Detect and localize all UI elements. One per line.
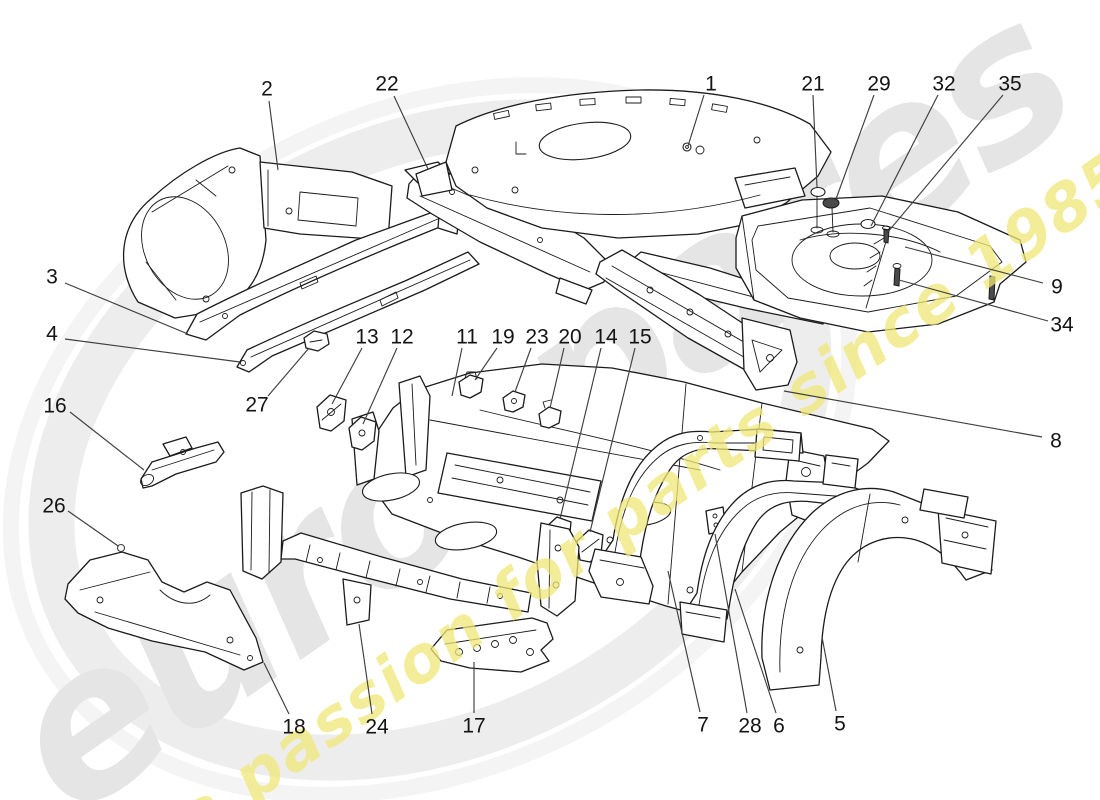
callout-number-4: 4 — [46, 323, 58, 346]
leader-line-15 — [589, 347, 636, 533]
leader-line-23 — [514, 347, 532, 393]
leader-line-14 — [559, 347, 602, 520]
part-5-wheelhouse-drawing — [761, 487, 997, 691]
callout-number-20: 20 — [558, 326, 581, 349]
callout-number-7: 7 — [697, 714, 709, 737]
leader-line-26 — [67, 510, 122, 549]
leader-line-5 — [821, 636, 837, 712]
leader-line-27 — [267, 347, 310, 397]
callout-number-12: 12 — [390, 326, 413, 349]
callout-number-29: 29 — [867, 73, 890, 96]
callout-number-9: 9 — [1051, 276, 1063, 299]
callout-number-6: 6 — [773, 715, 785, 738]
grommet-21 — [810, 186, 826, 198]
leader-line-35 — [886, 94, 1004, 234]
parts-layer — [64, 89, 1027, 691]
leader-line-12 — [362, 347, 398, 425]
leader-line-4 — [64, 338, 241, 363]
leader-line-34 — [898, 279, 1049, 322]
leader-line-29 — [835, 94, 875, 200]
callout-number-11: 11 — [456, 326, 478, 349]
callout-number-22: 22 — [375, 73, 398, 96]
callout-number-5: 5 — [834, 713, 846, 736]
leader-line-28 — [714, 533, 748, 714]
leader-line-20 — [549, 347, 565, 409]
callout-number-13: 13 — [355, 326, 378, 349]
bracket-12 — [348, 416, 377, 451]
bracket-20 — [538, 406, 562, 429]
callout-number-15: 15 — [628, 326, 651, 349]
callout-number-26: 26 — [42, 495, 65, 518]
well-tub — [735, 195, 1027, 333]
callout-number-2: 2 — [261, 78, 273, 101]
callout-number-1: 1 — [705, 73, 717, 96]
part-4-rail-drawing — [236, 251, 480, 373]
leader-line-1 — [687, 94, 705, 147]
part-18-floor-side-panel-drawing — [64, 551, 264, 671]
spare-wheel-well-drawing — [621, 186, 1027, 333]
callout-number-3: 3 — [46, 266, 58, 289]
leader-line-16 — [69, 411, 145, 471]
bracket-19 — [458, 374, 484, 399]
bracket-13 — [316, 394, 347, 432]
part-24-crossmember-assembly-drawing — [240, 485, 580, 626]
part-16-bracket-drawing — [139, 436, 225, 489]
callout-number-14: 14 — [594, 326, 618, 349]
leader-line-32 — [870, 94, 939, 227]
part-17-underbody-panel-drawing — [430, 617, 554, 673]
leader-line-2 — [268, 100, 279, 171]
leader-dot-26 — [116, 543, 126, 553]
part-7-arch-rail-drawing — [588, 428, 804, 605]
callout-number-24: 24 — [365, 716, 389, 739]
callout-number-8: 8 — [1050, 430, 1062, 453]
leader-line-13 — [331, 347, 363, 405]
callout-number-27: 27 — [245, 394, 268, 417]
part-8-rail-drawing — [595, 249, 798, 391]
bracket-23 — [502, 390, 526, 413]
leader-line-6 — [734, 588, 777, 714]
grommet-32 — [860, 218, 876, 230]
leader-line-9 — [904, 246, 1044, 284]
leader-line-22 — [393, 95, 429, 170]
leader-line-8 — [783, 390, 1043, 438]
callout-number-23: 23 — [525, 326, 548, 349]
part-1-parcel-shelf-drawing — [415, 89, 832, 239]
leader-line-24 — [358, 623, 373, 715]
leader-line-19 — [474, 347, 498, 381]
part-2-wheelhouse-drawing — [122, 147, 393, 319]
callout-number-34: 34 — [1050, 314, 1074, 337]
leader-line-18 — [263, 662, 290, 715]
grommet-29 — [822, 197, 840, 209]
callout-number-32: 32 — [932, 73, 955, 96]
leader-line-21 — [812, 94, 818, 188]
callout-number-35: 35 — [998, 73, 1021, 96]
leader-line-7 — [667, 570, 701, 713]
callout-number-28: 28 — [738, 715, 761, 738]
callout-number-19: 19 — [491, 326, 514, 349]
callout-number-21: 21 — [801, 73, 824, 96]
callout-number-17: 17 — [462, 715, 485, 738]
leader-line-3 — [64, 282, 189, 335]
leader-line-11 — [451, 347, 463, 397]
callout-number-16: 16 — [43, 395, 66, 418]
callout-number-18: 18 — [282, 716, 305, 739]
